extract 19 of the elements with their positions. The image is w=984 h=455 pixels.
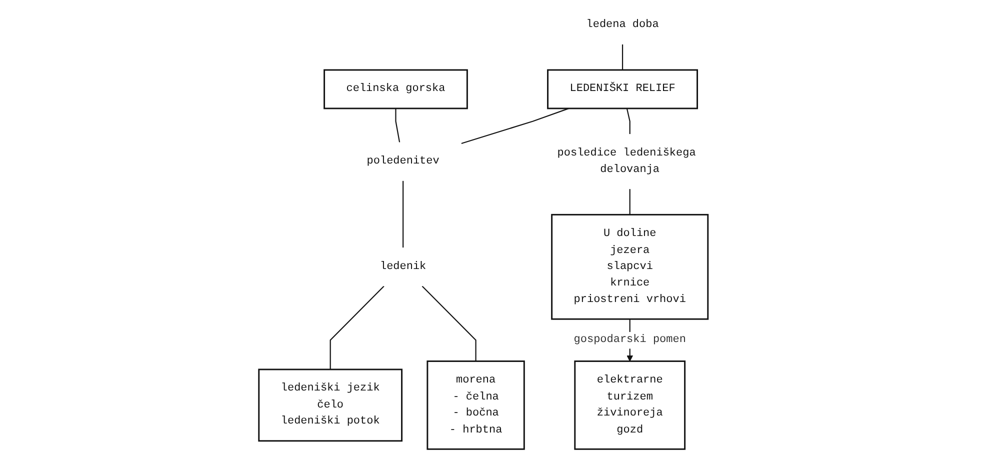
node-box: elektrarne turizem živinoreja gozd	[574, 360, 686, 450]
connector	[461, 108, 569, 144]
connector	[402, 180, 404, 248]
node-text: ledenik	[380, 260, 426, 273]
connector	[622, 44, 624, 70]
connector	[626, 108, 630, 134]
connector	[422, 286, 476, 362]
node-text: poledenitev	[366, 154, 440, 168]
node-box: ledeniški jezik čelo ledeniški potok	[258, 368, 403, 442]
edge-label: gospodarski pomen	[574, 333, 686, 346]
connector	[330, 286, 384, 370]
node-text: ledena doba	[586, 18, 659, 31]
connector	[395, 108, 400, 142]
node-box: celinska gorska	[324, 69, 468, 110]
connector	[629, 189, 630, 215]
node-box: LEDENIŠKI RELIEF	[547, 69, 698, 110]
node-box: morena - čelna - bočna - hrbtna	[426, 360, 525, 450]
node-box: U doline jezera slapcvi krnice priostreni vrhovi	[551, 214, 709, 320]
node-text: posledice ledeniškega delovanja	[557, 146, 696, 176]
